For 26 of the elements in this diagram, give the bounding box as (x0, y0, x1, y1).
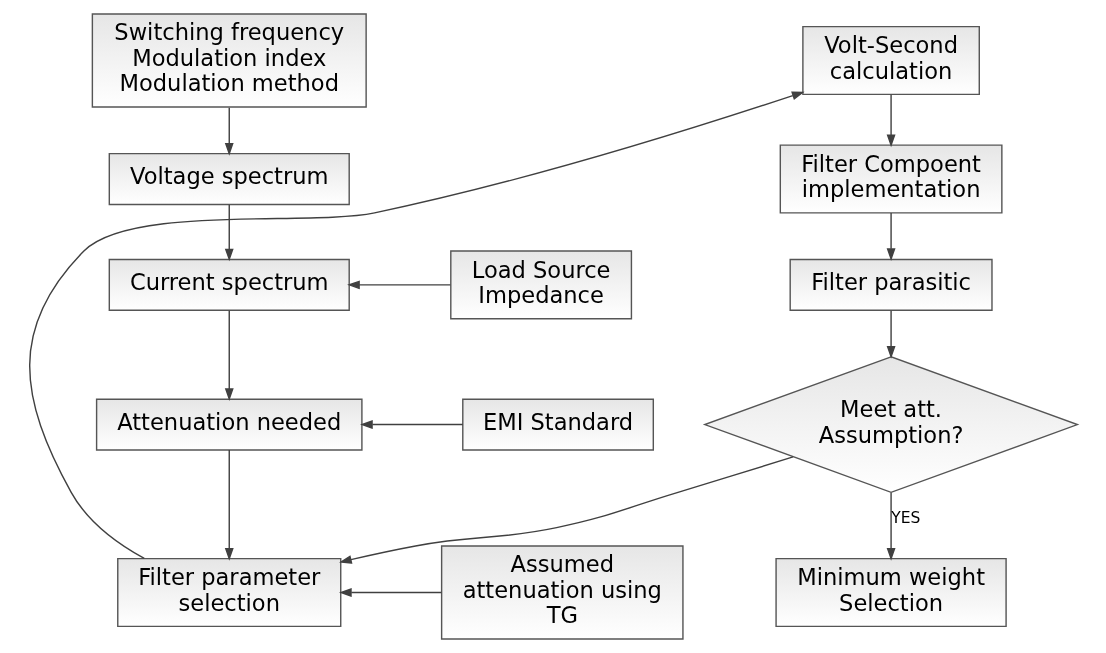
arrow (359, 420, 463, 430)
arrow (224, 310, 234, 402)
node-box: Load Source Impedance (449, 250, 632, 320)
arrow (28, 91, 805, 560)
arrow (886, 94, 896, 148)
node-box: Attenuation needed (95, 398, 363, 451)
arrow (224, 204, 234, 262)
node-box: Filter parasitic (789, 258, 993, 311)
node-box: Filter parameter selection (116, 557, 341, 628)
arrow (224, 106, 234, 156)
node-box: Assumed attenuation using TG (440, 545, 684, 640)
node-box: Minimum weight Selection (774, 557, 1007, 628)
arrow (338, 456, 794, 564)
node-box: Current spectrum (108, 258, 350, 311)
node-box: Volt-Second calculation (801, 25, 980, 96)
node-box: Filter Compoent implementation (779, 144, 1003, 214)
arrow (346, 280, 451, 290)
node-box: EMI Standard (461, 398, 654, 451)
arrow (338, 588, 442, 597)
arrow (886, 212, 896, 262)
node-box: Switching frequency Modulation index Modulation method (91, 13, 367, 108)
arrow (224, 449, 234, 561)
node-box: Voltage spectrum (108, 152, 350, 206)
arrow (886, 491, 896, 561)
arrow (886, 310, 896, 359)
node-diamond: Meet att. Assumption? (702, 356, 1079, 494)
